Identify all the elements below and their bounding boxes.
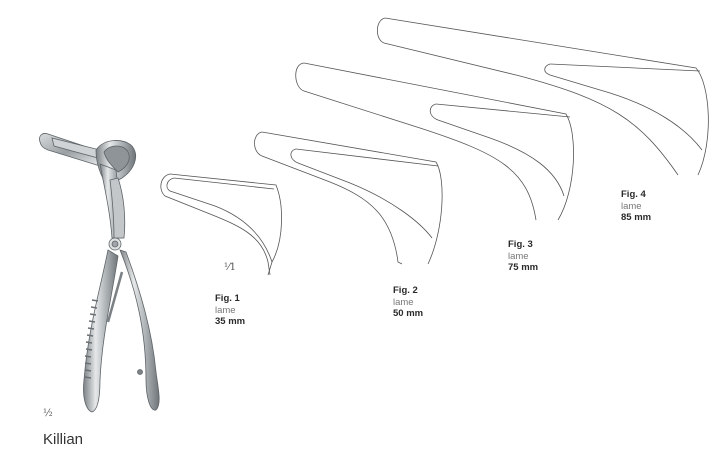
fig4-sub: lame — [621, 200, 642, 212]
fig2-blade-outline — [254, 131, 443, 265]
product-name: Killian — [43, 431, 84, 448]
fig3-length: 75 mm — [508, 262, 539, 273]
detail-scale-label: ⅟1 — [224, 262, 237, 273]
fig1-blade-outline — [160, 173, 282, 276]
fig1-length: 35 mm — [215, 316, 246, 327]
fig1-title: Fig. 1 — [215, 293, 240, 304]
fig3-label: Fig. 3 lame 75 mm — [508, 239, 538, 274]
fig4-title: Fig. 4 — [621, 189, 646, 200]
fig1-label: Fig. 1 lame 35 mm — [215, 293, 245, 328]
fig3-blade-outline — [295, 62, 574, 221]
killian-speculum-instrument — [39, 133, 160, 413]
fig4-length: 85 mm — [621, 212, 652, 223]
instrument-scale-label: ½ — [43, 408, 53, 419]
fig1-sub: lame — [215, 304, 236, 316]
fig2-sub: lame — [393, 296, 414, 308]
fig2-title: Fig. 2 — [393, 285, 418, 296]
fig4-blade-outline — [376, 17, 709, 176]
fig2-length: 50 mm — [393, 308, 424, 319]
fig2-label: Fig. 2 lame 50 mm — [393, 285, 423, 320]
fig3-title: Fig. 3 — [508, 239, 533, 250]
handle-serrations — [84, 299, 99, 379]
fig3-sub: lame — [508, 250, 529, 262]
fig4-label: Fig. 4 lame 85 mm — [621, 189, 651, 224]
